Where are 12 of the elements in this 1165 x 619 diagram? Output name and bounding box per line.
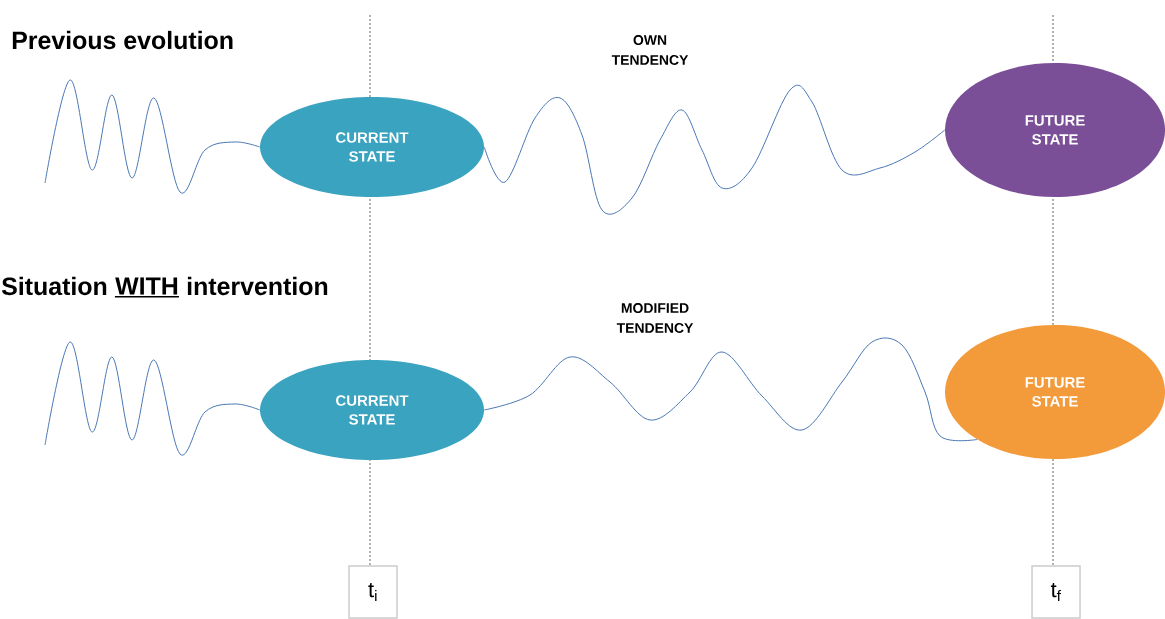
heading: intervention: [187, 276, 328, 296]
wave-line: [483, 337, 978, 442]
wave-line: [44, 341, 261, 456]
time-box: t$_{i}$: [348, 565, 398, 619]
heading: Situation: [1, 276, 107, 296]
edge-label: MODIFIED TENDENCY: [616, 303, 694, 333]
heading: WITH: [115, 277, 178, 295]
edge-label: OWN TENDENCY: [611, 35, 689, 65]
time-box: t$_{f}$: [1031, 565, 1081, 619]
heading: Previous evolution: [12, 30, 233, 50]
wave-line: [44, 79, 261, 194]
wave-line: [483, 84, 946, 215]
